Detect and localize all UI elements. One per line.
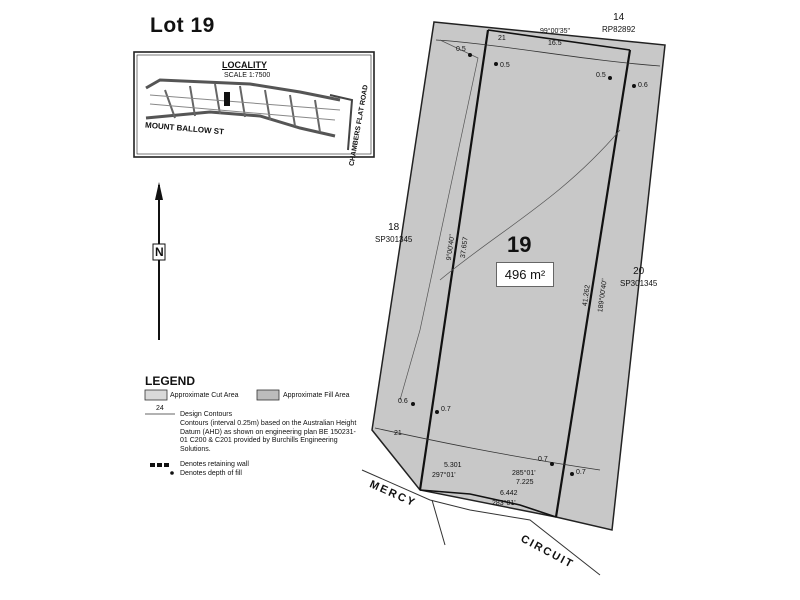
locality-scale: SCALE 1:7500	[224, 72, 271, 79]
lot-locator-marker	[224, 92, 230, 106]
legend-retaining-wall-label: Denotes retaining wall	[180, 461, 249, 468]
rear-boundary	[487, 29, 631, 51]
neighbour-left-lot: 18	[388, 222, 400, 233]
front-3-bearing: 283°01'	[492, 500, 516, 507]
legend-cut-swatch	[144, 389, 168, 401]
left-boundary	[418, 29, 490, 491]
contour-label: 21	[394, 430, 402, 437]
front-1-length: 5.301	[444, 462, 462, 469]
legend-design-contours: Design Contours	[180, 411, 233, 418]
neighbour-right-plan: SP301345	[620, 279, 658, 288]
north-arrow	[152, 182, 166, 340]
contour-line	[374, 427, 601, 471]
front-boundary	[419, 489, 557, 518]
legend-contour-number: 24	[156, 405, 164, 412]
contour-line	[435, 39, 661, 67]
rear-length: 16.5	[548, 40, 562, 47]
legend-fill-label: Approximate Fill Area	[283, 392, 350, 399]
legend-title: LEGEND	[145, 374, 196, 388]
legend-depth-of-fill-label: Denotes depth of fill	[180, 470, 242, 477]
neighbour-left-plan: SP301345	[375, 235, 413, 244]
neighbour-rear: 14 RP82892	[602, 12, 635, 36]
fill-depth: 0.5	[596, 72, 606, 79]
front-2-length: 7.225	[516, 479, 534, 486]
contour-label: 21	[498, 35, 506, 42]
fill-depth: 0.6	[638, 82, 648, 89]
locality-inset	[133, 51, 375, 158]
neighbour-rear-lot: 14	[613, 12, 625, 23]
lot-area: 496 m²	[496, 262, 554, 287]
fill-depth: 0.7	[576, 469, 586, 476]
front-1-bearing: 297°01'	[432, 472, 456, 479]
right-boundary	[554, 49, 632, 518]
neighbour-right: 20 SP301345	[620, 266, 657, 290]
lot-area-value: 496	[504, 267, 527, 282]
fill-depth: 0.7	[441, 406, 451, 413]
legend-cut-label: Approximate Cut Area	[170, 392, 239, 399]
legend-contours-note: Contours (interval 0.25m) based on the A…	[180, 420, 357, 453]
lot-number: 19	[507, 232, 532, 257]
fill-depth: 0.7	[538, 456, 548, 463]
neighbour-right-lot: 20	[633, 266, 645, 277]
fill-depth: 0.6	[398, 398, 408, 405]
page-title: Lot 19	[150, 14, 215, 37]
front-2-bearing: 285°01'	[512, 470, 536, 477]
north-label: N	[155, 245, 164, 259]
neighbour-rear-plan: RP82892	[602, 25, 636, 34]
neighbour-left: 18 SP301345	[375, 222, 412, 246]
legend-fill-swatch	[256, 389, 280, 401]
front-3-length: 6.442	[500, 490, 518, 497]
fill-depth: 0.5	[456, 46, 466, 53]
locality-heading: LOCALITY	[222, 60, 267, 70]
fill-depth: 0.5	[500, 62, 510, 69]
rear-bearing: 99°00'35"	[540, 28, 570, 35]
lot-area-unit: m²	[530, 267, 546, 282]
